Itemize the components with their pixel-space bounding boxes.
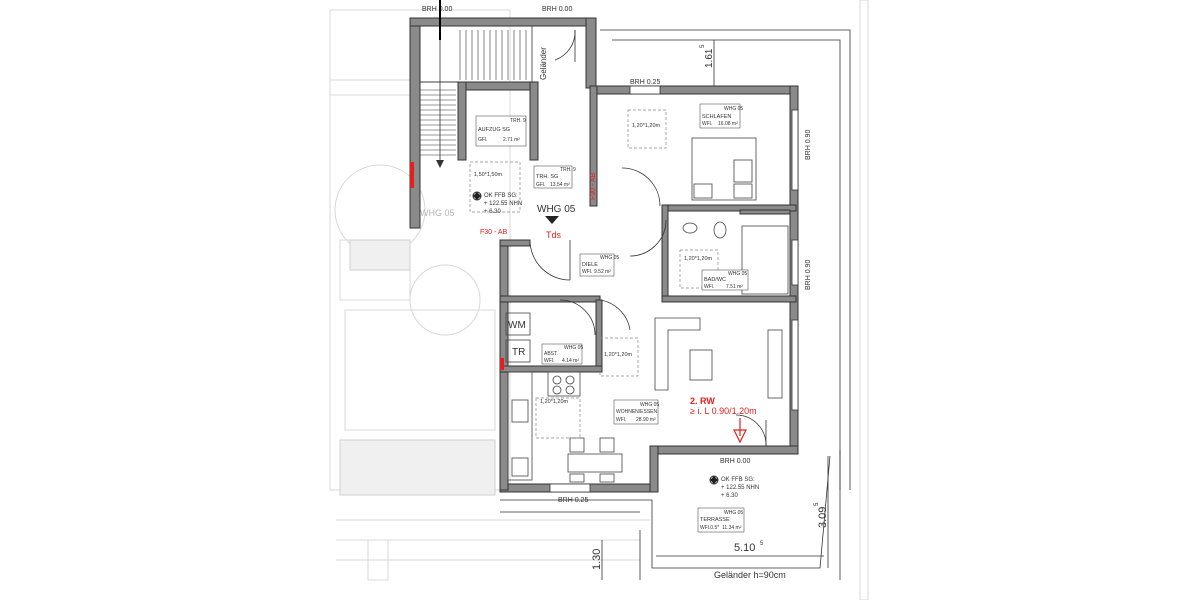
room-storage: WHG 05 ABST. WFl. 4.14 m²: [541, 343, 583, 365]
escape-route-sub: ≥ i. L 0.90/1.20m: [690, 406, 757, 416]
svg-text:OK FFB SG:: OK FFB SG:: [484, 193, 518, 199]
clearance-label-living: 1,20*1,20m: [604, 352, 633, 358]
svg-text:13.54 m²: 13.54 m²: [550, 182, 570, 188]
svg-text:5.10: 5.10: [734, 542, 755, 554]
dimension-bottom: 5.10 5: [656, 541, 824, 557]
svg-text:WFl.: WFl.: [616, 417, 626, 423]
room-living: WHG 05 WOHNEN/ESSEN WFl. 28.90 m²: [613, 399, 659, 425]
brh-upper: BRH 0.25: [630, 79, 660, 86]
clearance-label-kitchen: 1,20*1,20m: [540, 399, 569, 405]
escape-route-title: 2. RW: [690, 396, 715, 406]
svg-text:TRH. SG: TRH. SG: [536, 174, 558, 180]
svg-text:TERRASSE: TERRASSE: [700, 517, 730, 523]
windows: [549, 85, 799, 493]
svg-text:WHG 05: WHG 05: [724, 106, 743, 112]
svg-text:GFl.: GFl.: [478, 137, 487, 143]
svg-text:TRH. 9: TRH. 9: [560, 167, 576, 173]
fire-wall-mark: [410, 162, 414, 188]
dimension-left: 1.30: [591, 540, 603, 580]
svg-text:+ 6.30: + 6.30: [721, 493, 739, 499]
clearance-label-stair: 1,50*1,50m: [474, 172, 503, 178]
svg-text:OK FFB SG:: OK FFB SG:: [721, 477, 755, 483]
fire-rating-label-2: F30 - AB: [480, 229, 508, 236]
svg-text:2.71 m²: 2.71 m²: [503, 137, 520, 143]
stair-unit-label: Tds: [546, 230, 562, 240]
svg-text:7.51 m²: 7.51 m²: [726, 284, 743, 290]
room-hall: WHG 05 DIELE WFl. 9.52 m²: [579, 253, 619, 277]
fire-rating-label: F30 - AB: [590, 172, 597, 200]
room-stairhall: TRH. 9 TRH. SG GFl. 13.54 m²: [533, 165, 576, 189]
svg-text:AUFZUG SG: AUFZUG SG: [478, 127, 510, 133]
railing-label: Geländer: [539, 47, 548, 80]
svg-text:5: 5: [700, 44, 706, 48]
svg-text:5: 5: [814, 502, 820, 506]
svg-text:WHG 05: WHG 05: [728, 271, 747, 277]
clearance-label-bedroom: 1,20*1,20m: [632, 123, 661, 129]
washing-machine-label: WM: [508, 320, 526, 331]
svg-text:WFl.0.5*: WFl.0.5*: [700, 525, 719, 531]
svg-text:5: 5: [760, 541, 764, 547]
unit-name: WHG 05: [537, 204, 576, 215]
svg-text:WHG 05: WHG 05: [600, 255, 619, 261]
escape-route: 2. RW ≥ i. L 0.90/1.20m: [690, 396, 757, 444]
brh-bottom: BRH 0.25: [558, 497, 588, 504]
dryer-label: TR: [512, 347, 525, 358]
room-bedroom: WHG 05 SCHLAFEN WFl. 16.08 m²: [699, 103, 743, 129]
svg-text:ABST.: ABST.: [544, 351, 558, 357]
brh-terrace: BRH 0.00: [720, 458, 750, 465]
room-terrace: WHG 05 TERRASSE WFl.0.5* 11.34 m²: [697, 507, 745, 533]
svg-text:WFl.: WFl.: [702, 121, 712, 127]
svg-text:16.08 m²: 16.08 m²: [718, 121, 738, 127]
svg-text:BAD/WC: BAD/WC: [704, 277, 726, 283]
staircase: [419, 25, 533, 168]
entrance-marker: [545, 216, 559, 224]
svg-text:WHG 05: WHG 05: [640, 402, 659, 408]
doors: [529, 29, 767, 447]
svg-text:WHG 05: WHG 05: [724, 510, 743, 516]
fire-wall-mark-2: [500, 358, 504, 370]
brh-top-left: BRH 0.00: [422, 6, 452, 13]
ghost-unit-label: WHG 05: [420, 208, 455, 218]
property-lines: [500, 29, 851, 580]
svg-text:9.52 m²: 9.52 m²: [594, 269, 611, 275]
svg-text:WFl.: WFl.: [544, 358, 554, 364]
svg-text:TRH. 9: TRH. 9: [510, 118, 526, 124]
clearance-label-bath: 1,20*1,20m: [684, 256, 713, 262]
svg-text:4.14 m²: 4.14 m²: [562, 358, 579, 364]
svg-text:1.30: 1.30: [591, 549, 603, 570]
railing-bottom-label: Geländer h=90cm: [714, 570, 786, 580]
svg-text:+ 122.55 NHN: + 122.55 NHN: [721, 485, 759, 491]
level-marker-stair: OK FFB SG: + 122.55 NHN + 6.30: [472, 191, 522, 215]
brh-top-right: BRH 0.00: [542, 6, 572, 13]
svg-text:3.09: 3.09: [817, 507, 829, 528]
dimension-right: 3.09 5: [814, 456, 829, 568]
svg-text:WHG 05: WHG 05: [564, 345, 583, 351]
svg-text:28.90 m²: 28.90 m²: [636, 417, 656, 423]
svg-text:DIELE: DIELE: [582, 262, 598, 268]
svg-text:1.61: 1.61: [704, 48, 715, 68]
svg-text:+ 122.55 NHN: + 122.55 NHN: [484, 201, 522, 207]
svg-text:WFl.: WFl.: [582, 269, 592, 275]
ghost-layer: WHG 05: [329, 0, 869, 600]
svg-text:WFl.: WFl.: [704, 284, 714, 290]
furniture: [505, 137, 789, 483]
brh-right-1: BRH 0.90: [805, 130, 812, 160]
room-bath: WHG 05 BAD/WC WFl. 7.51 m²: [701, 269, 749, 291]
clearance-zones: [469, 109, 719, 439]
room-elevator: TRH. 9 AUFZUG SG GFl. 2.71 m²: [475, 115, 527, 147]
svg-text:SCHLAFEN: SCHLAFEN: [702, 114, 731, 120]
level-marker-terrace: OK FFB SG: + 122.55 NHN + 6.30: [709, 475, 759, 499]
brh-right-2: BRH 0.90: [805, 260, 812, 290]
svg-text:11.34 m²: 11.34 m²: [722, 525, 742, 531]
svg-text:WOHNEN/ESSEN: WOHNEN/ESSEN: [616, 409, 658, 415]
dimension-top: 1.61 5: [700, 40, 715, 86]
svg-text:GFl.: GFl.: [536, 182, 545, 188]
svg-text:+ 6.30: + 6.30: [484, 209, 502, 215]
